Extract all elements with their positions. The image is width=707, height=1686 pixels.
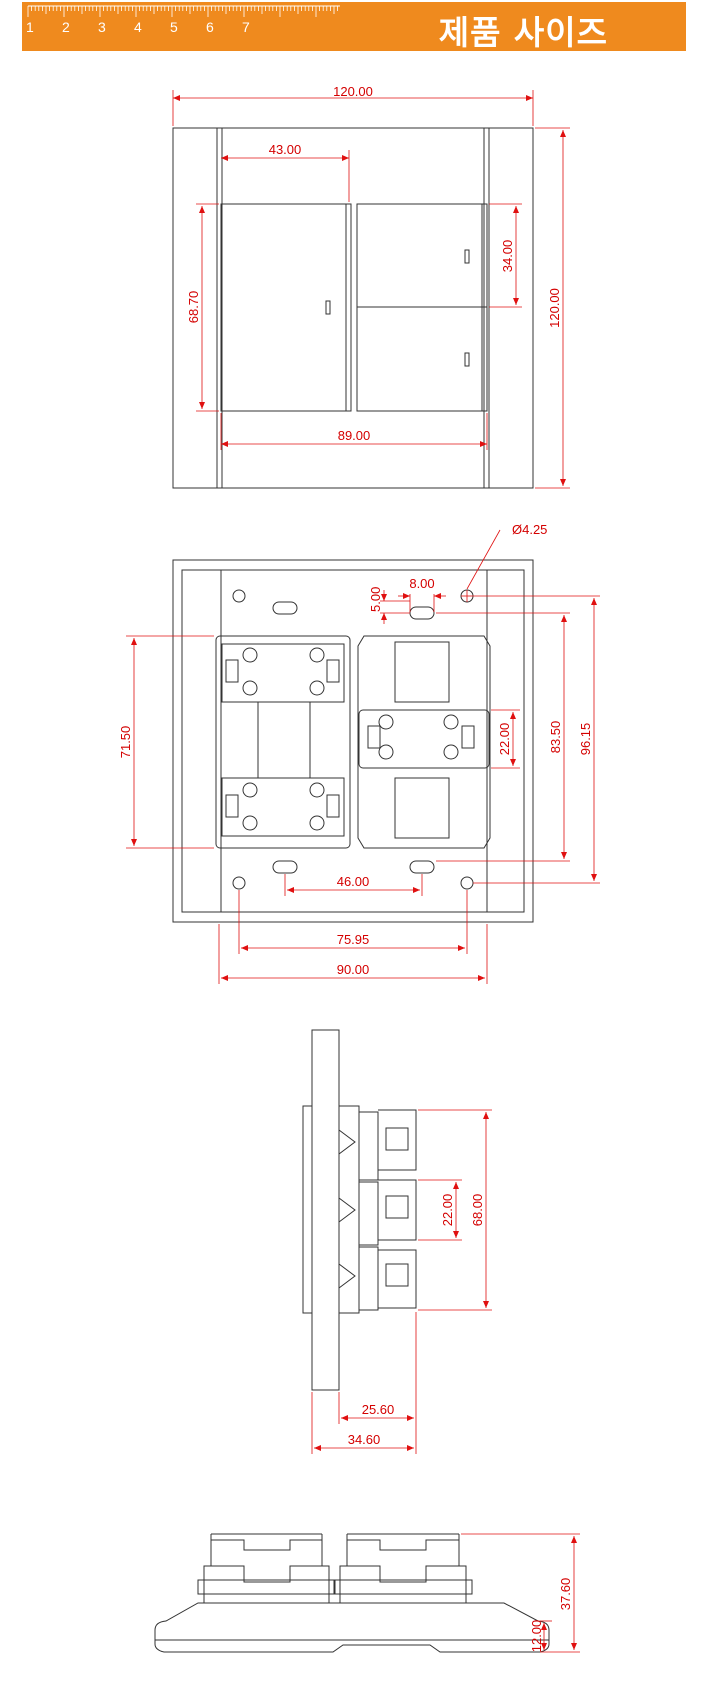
back-dim-mechanism-height: 71.50 [118,726,133,759]
ruler-graphic: 1 2 3 4 5 6 7 [26,5,340,35]
front-dim-width: 120.00 [333,84,373,99]
ruler-number-5: 5 [170,19,178,35]
bottom-module-right [333,1533,473,1603]
bottom-dim-plate-thickness: 12.00 [529,1620,544,1653]
side-dim-depth-inner: 25.60 [362,1402,395,1417]
side-dim-depth-total: 34.60 [348,1432,381,1447]
back-dim-hole-span-vertical: 96.15 [578,723,593,756]
back-dim-slot-width: 8.00 [409,576,434,591]
back-mechanism-right [357,635,491,849]
front-dim-height: 120.00 [547,288,562,328]
ruler-number-7: 7 [242,19,250,35]
back-mechanism-left [215,635,351,849]
ruler-number-2: 2 [62,19,70,35]
back-view: Ø4.25 8.00 5.00 71.50 22.00 83.50 96.15 … [118,522,600,984]
side-view: 68.00 22.00 25.60 34.60 [302,1029,492,1454]
front-switch-left [220,203,352,412]
back-dim-hole-span-horizontal: 75.95 [337,932,370,947]
back-dim-slot-span: 83.50 [548,721,563,754]
bottom-dim-total-height: 37.60 [558,1578,573,1611]
ruler-number-3: 3 [98,19,106,35]
front-view: 120.00 43.00 68.70 34.00 120.00 89.00 [172,84,570,489]
header-banner: 1 2 3 4 5 6 7 제품 사이즈 [22,2,686,52]
front-dim-inner-width: 89.00 [338,428,371,443]
page-title: 제품 사이즈 [438,13,608,52]
front-dim-switch-width: 43.00 [269,142,302,157]
ruler-number-4: 4 [134,19,142,35]
back-dim-module-height: 22.00 [497,723,512,756]
ruler-number-6: 6 [206,19,214,35]
back-dim-slot-height: 5.00 [368,587,383,612]
side-dim-mechanism-height: 68.00 [470,1194,485,1227]
bottom-module-left [197,1533,336,1603]
side-dim-module-height: 22.00 [440,1194,455,1227]
back-dim-slot-spacing: 46.00 [337,874,370,889]
back-dim-hole-diameter: Ø4.25 [512,522,547,537]
ruler-number-1: 1 [26,19,34,35]
front-dim-switch-height: 68.70 [186,291,201,324]
front-switch-right [356,203,488,412]
front-dim-rocker-height: 34.00 [500,240,515,273]
bottom-view: 37.60 12.00 [154,1533,580,1653]
back-dim-body-width: 90.00 [337,962,370,977]
